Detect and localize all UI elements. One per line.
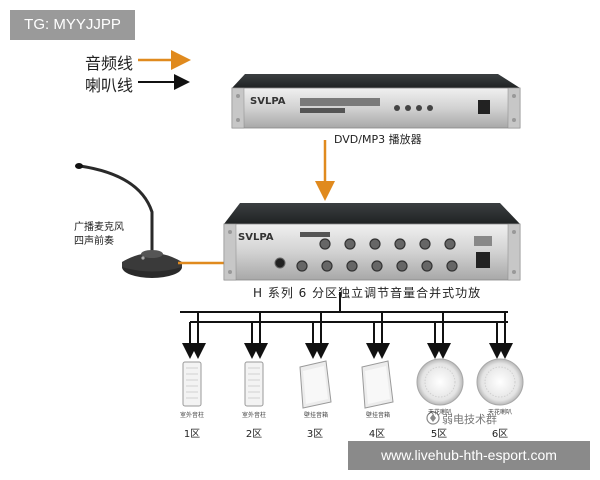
speaker-zone-2-column-icon (245, 362, 263, 406)
speaker-label-zone-3: 壁挂音箱 (291, 410, 341, 419)
zone-label-2: 2区 (232, 425, 276, 440)
amp-brand: SVLPA (238, 232, 274, 243)
speaker-label-zone-4: 壁挂音箱 (353, 410, 403, 419)
watermark-text: 弱电技术群 (442, 411, 497, 427)
speaker-drop-arrows (190, 312, 505, 355)
amp-caption: H 系列 6 分区独立调节音量合并式功放 (253, 284, 481, 301)
mic-label-line2: 四声前奏 (74, 235, 114, 249)
speaker-label-zone-1: 室外音柱 (167, 410, 217, 419)
speaker-zone-5-ceiling-icon (417, 359, 463, 405)
speaker-label-zone-2: 室外音柱 (229, 410, 279, 419)
speaker-zone-4-wall-icon (362, 361, 393, 408)
zone-label-6: 6区 (478, 425, 522, 440)
dvd-brand: SVLPA (250, 96, 286, 107)
mic-label-line1: 广播麦克风 (74, 221, 124, 235)
speaker-zone-1-column-icon (183, 362, 201, 406)
dvd-caption: DVD/MP3 播放器 (334, 131, 422, 147)
zone-label-1: 1区 (170, 425, 214, 440)
url-badge[interactable]: www.livehub-hth-esport.com (348, 441, 590, 470)
speaker-zone-6-ceiling-icon (477, 359, 523, 405)
zone-label-4: 4区 (355, 425, 399, 440)
zone-label-5: 5区 (417, 425, 461, 440)
zone-label-3: 3区 (293, 425, 337, 440)
speaker-zone-3-wall-icon (300, 361, 331, 408)
